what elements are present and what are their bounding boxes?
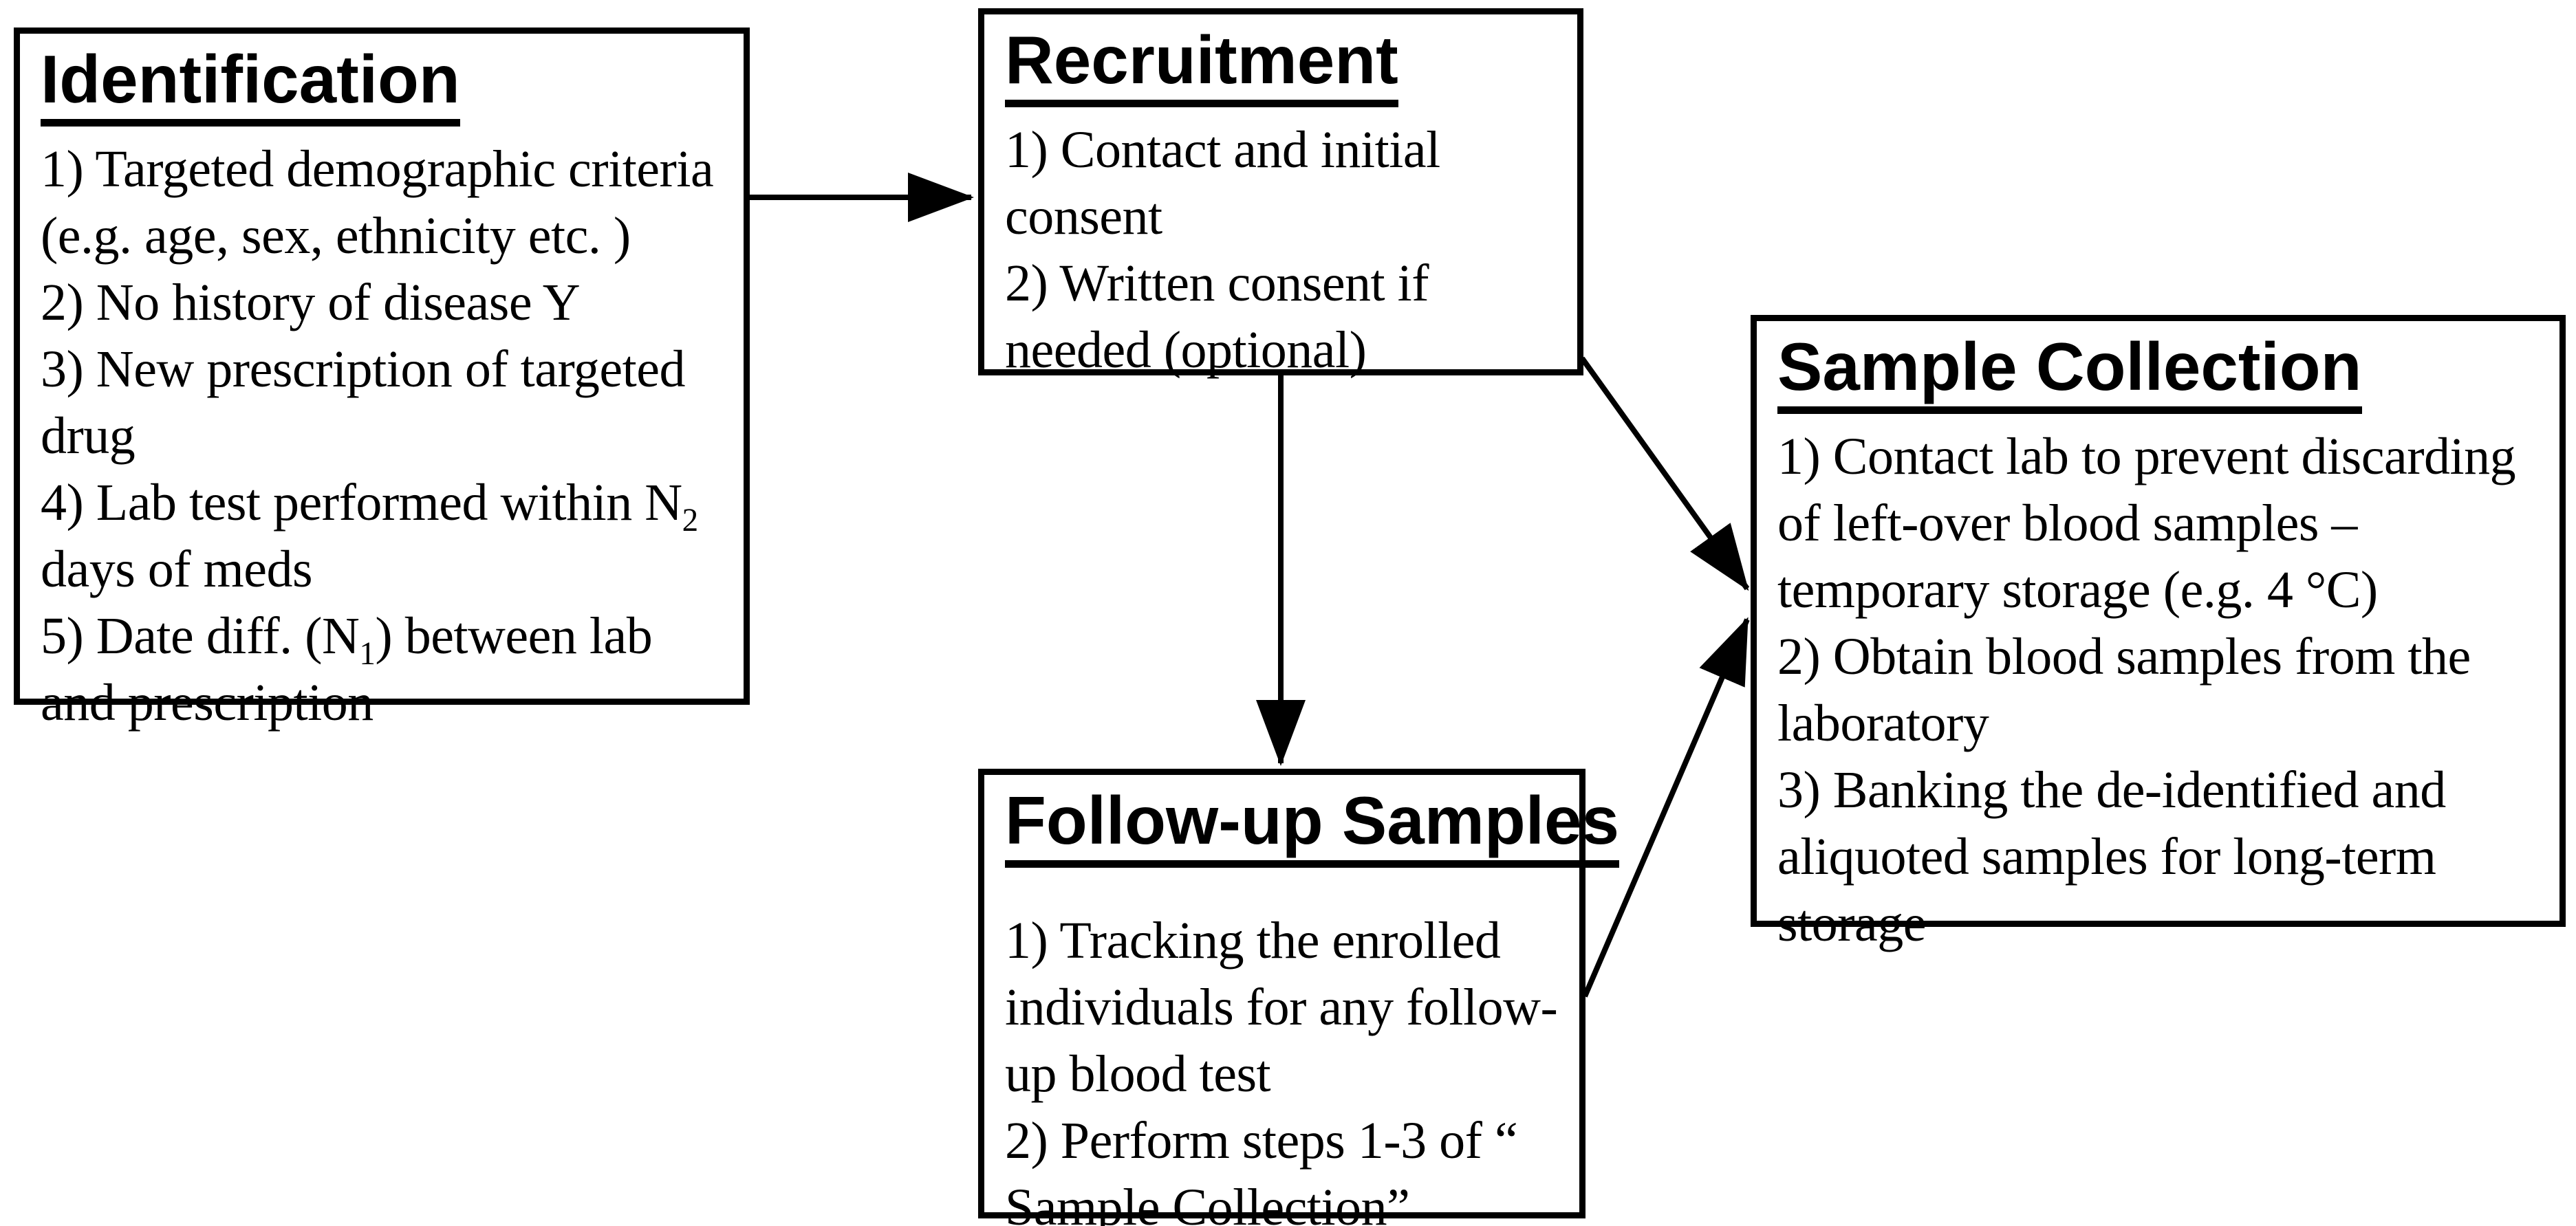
text-line: 2) Obtain blood samples from the — [1777, 627, 2471, 686]
arrow-recruitment-to-sample-collection — [1579, 356, 1750, 591]
text-line: laboratory — [1777, 694, 1989, 752]
box-follow-up-samples: Follow-up Samples 1) Tracking the enroll… — [978, 769, 1619, 1226]
box-sample-collection-title: Sample Collection — [1777, 330, 2362, 414]
box-identification-title: Identification — [41, 43, 460, 127]
box-recruitment-body: 1) Contact and initial consent 2) Written … — [1005, 117, 1568, 384]
text-line: 3) New prescription of targeted — [41, 340, 686, 398]
text-line: 1) Contact and initial — [1005, 120, 1440, 179]
box-sample-collection: Sample Collection 1) Contact lab to prev… — [1751, 315, 2566, 952]
text-line: 1) Tracking the enrolled — [1005, 911, 1501, 970]
text-line: 4) Lab test performed within N2 — [41, 473, 698, 539]
text-line: 2) No history of disease Y — [41, 273, 581, 331]
text-line: drug — [41, 406, 136, 465]
text-line: 2) Written consent if — [1005, 254, 1429, 312]
text-line: consent — [1005, 187, 1162, 245]
text-line: Sample Collection” — [1005, 1178, 1410, 1226]
text-line: up blood test — [1005, 1044, 1271, 1103]
box-recruitment-title: Recruitment — [1005, 23, 1398, 107]
text-line: days of meds — [41, 540, 313, 598]
text-line: individuals for any follow- — [1005, 978, 1558, 1036]
box-follow-up-samples-body: 1) Tracking the enrolled individuals for … — [1005, 908, 1570, 1226]
box-follow-up-samples-title: Follow-up Samples — [1005, 784, 1619, 868]
text-line: and prescription — [41, 673, 374, 732]
box-identification-body: 1) Targeted demographic criteria (e.g. ag… — [41, 136, 734, 736]
text-line: 5) Date diff. (N1) between lab — [41, 606, 653, 672]
text-line: 1) Targeted demographic criteria — [41, 140, 714, 198]
text-line: storage — [1777, 894, 1926, 952]
text-line: aliquoted samples for long-term — [1777, 827, 2436, 886]
text-line: (e.g. age, sex, ethnicity etc. ) — [41, 206, 631, 265]
text-line: temporary storage (e.g. 4 °C) — [1777, 560, 2378, 619]
arrow-follow-up-to-sample-collection — [1582, 617, 1750, 998]
text-line: of left-over blood samples – — [1777, 494, 2357, 552]
box-recruitment: Recruitment 1) Contact and initial consen… — [978, 8, 1583, 379]
box-sample-collection-body: 1) Contact lab to prevent discarding of l… — [1777, 424, 2550, 957]
text-line: 1) Contact lab to prevent discarding — [1777, 427, 2516, 485]
text-line: needed (optional) — [1005, 320, 1367, 379]
text-line: 3) Banking the de-identified and — [1777, 760, 2446, 819]
text-line: 2) Perform steps 1-3 of “ — [1005, 1111, 1518, 1170]
box-identification: Identification 1) Targeted demographic c… — [14, 28, 750, 732]
